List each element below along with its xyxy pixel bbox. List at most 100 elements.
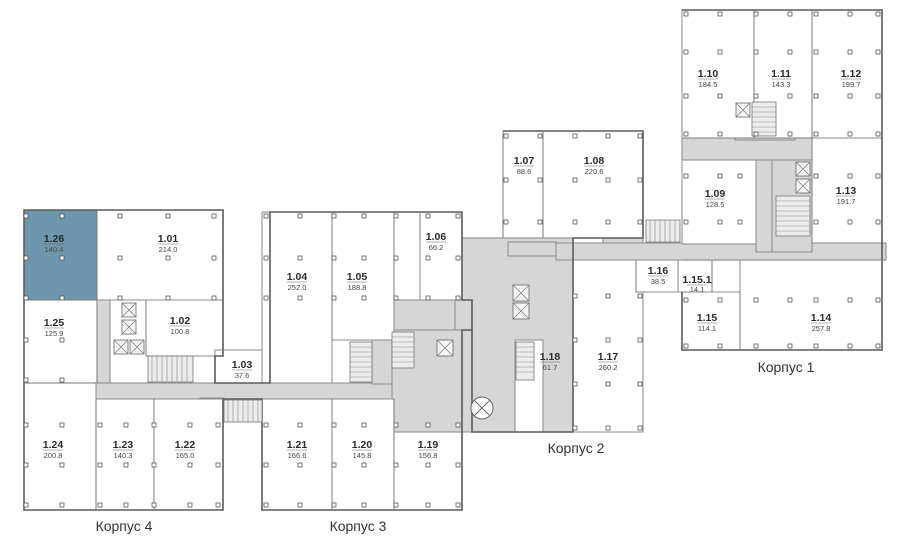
unit-1-26[interactable] xyxy=(23,209,98,301)
unit-1-23[interactable] xyxy=(95,398,155,511)
unit-area: 145.8 xyxy=(353,451,372,460)
column-marker xyxy=(605,219,611,225)
column-marker xyxy=(393,502,399,508)
column-marker xyxy=(361,422,367,428)
column-marker xyxy=(297,213,303,219)
column-marker xyxy=(683,343,689,349)
unit-1-07[interactable] xyxy=(502,130,544,239)
unit-1-02[interactable] xyxy=(145,299,224,357)
unit-number: 1.14 xyxy=(811,312,832,324)
column-marker xyxy=(537,219,543,225)
unit-1-14[interactable] xyxy=(739,259,883,351)
column-marker xyxy=(263,255,269,261)
unit-number: 1.15.1 xyxy=(682,274,711,286)
column-marker xyxy=(717,173,723,179)
unit-area: 143.3 xyxy=(772,80,791,89)
unit-1-24[interactable] xyxy=(23,382,97,511)
column-marker xyxy=(637,133,643,139)
column-marker xyxy=(23,502,29,508)
unit-1-19[interactable] xyxy=(393,431,463,511)
unit-number: 1.05 xyxy=(347,271,368,283)
unit-number: 1.21 xyxy=(287,439,308,451)
column-marker xyxy=(297,462,303,468)
column-marker xyxy=(23,462,29,468)
unit-1-04[interactable] xyxy=(261,211,333,384)
column-marker xyxy=(211,213,217,219)
column-marker xyxy=(875,219,881,225)
corridor xyxy=(507,241,557,257)
column-marker xyxy=(263,502,269,508)
corridor xyxy=(681,137,813,161)
column-marker xyxy=(637,381,643,387)
column-marker xyxy=(717,297,723,303)
unit-1-13[interactable] xyxy=(811,137,883,244)
column-marker xyxy=(59,377,65,383)
column-marker xyxy=(737,219,743,225)
unit-area: 114.1 xyxy=(698,324,716,333)
stairs xyxy=(147,101,811,423)
unit-number: 1.20 xyxy=(352,439,373,451)
unit-1-20[interactable] xyxy=(331,398,395,511)
column-marker xyxy=(605,133,611,139)
unit-1-03[interactable] xyxy=(214,349,271,384)
unit-number: 1.06 xyxy=(426,231,447,243)
column-marker xyxy=(847,131,853,137)
column-marker xyxy=(813,93,819,99)
unit-1-21[interactable] xyxy=(261,398,333,511)
column-marker xyxy=(753,93,759,99)
column-marker xyxy=(97,462,103,468)
unit-1-05[interactable] xyxy=(331,211,395,341)
unit-1-17[interactable] xyxy=(572,259,644,433)
column-marker xyxy=(847,11,853,17)
column-marker xyxy=(97,422,103,428)
unit-1-12[interactable] xyxy=(811,9,883,139)
column-marker xyxy=(683,219,689,225)
stair-icon xyxy=(391,331,415,369)
unit-number: 1.15 xyxy=(697,312,718,324)
column-marker xyxy=(393,295,399,301)
column-marker xyxy=(847,93,853,99)
column-marker xyxy=(151,462,157,468)
unit-number: 1.22 xyxy=(175,439,196,451)
lift-icon xyxy=(436,339,454,357)
column-marker xyxy=(455,462,461,468)
column-marker xyxy=(753,49,759,55)
column-marker xyxy=(361,462,367,468)
column-marker xyxy=(787,343,793,349)
column-marker xyxy=(263,462,269,468)
column-marker xyxy=(165,213,171,219)
column-marker xyxy=(215,502,221,508)
column-marker xyxy=(23,422,29,428)
column-marker xyxy=(717,343,723,349)
column-marker xyxy=(717,219,723,225)
stair-icon xyxy=(751,101,777,137)
building-label-korpus-3: Корпус 3 xyxy=(330,518,387,534)
column-marker xyxy=(637,293,643,299)
lift-icon xyxy=(735,102,751,118)
column-marker xyxy=(537,177,543,183)
column-marker xyxy=(717,93,723,99)
unit-1-01[interactable] xyxy=(96,209,224,301)
column-marker xyxy=(59,213,65,219)
column-marker xyxy=(605,177,611,183)
unit-area: 88.6 xyxy=(517,167,532,176)
column-marker xyxy=(123,462,129,468)
column-marker xyxy=(717,131,723,137)
unit-1-08[interactable] xyxy=(542,130,644,239)
column-marker xyxy=(117,213,123,219)
column-marker xyxy=(151,422,157,428)
column-marker xyxy=(605,381,611,387)
column-marker xyxy=(847,173,853,179)
column-marker xyxy=(123,502,129,508)
stair-icon xyxy=(349,341,373,383)
column-marker xyxy=(361,213,367,219)
column-marker xyxy=(753,11,759,17)
area-dividers xyxy=(43,78,861,451)
unit-number: 1.04 xyxy=(287,271,308,283)
unit-area: 140.3 xyxy=(114,451,133,460)
unit-number: 1.13 xyxy=(836,185,857,197)
unit-1-22[interactable] xyxy=(153,398,224,511)
unit-number: 1.03 xyxy=(232,359,253,371)
stair-icon xyxy=(515,341,535,381)
column-marker xyxy=(455,502,461,508)
